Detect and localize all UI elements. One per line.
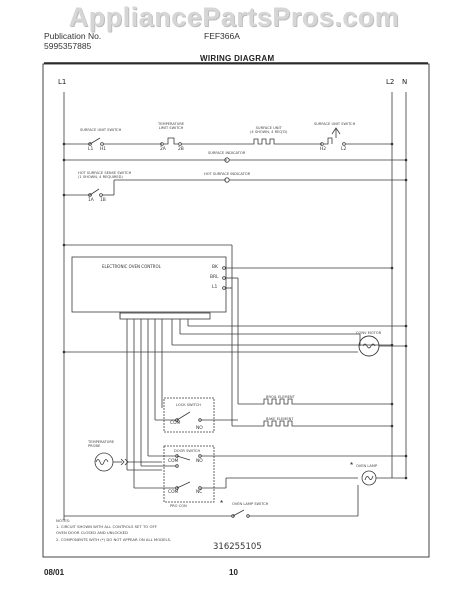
asterisk-oven-lamp: * xyxy=(350,461,354,470)
terminal-2a: 2A xyxy=(160,147,166,152)
terminal-bk: BK xyxy=(212,265,218,270)
terminal-l2: L2 xyxy=(341,147,347,152)
label-conv-motor: CONV MOTOR xyxy=(356,331,382,335)
terminal-door-no: NO xyxy=(196,459,203,464)
watermark: AppliancePartsPros.com xyxy=(68,2,400,32)
publication-number: 5995357885 xyxy=(44,41,92,51)
label-broil-element: BROIL ELEMENT xyxy=(266,395,295,399)
label-lock-switch: LOCK SWITCH xyxy=(176,403,201,407)
label-electronic-oven-control: ELECTRONIC OVEN CONTROL xyxy=(102,264,161,269)
label-surface-indicator: SURFACE INDICATOR xyxy=(208,151,246,155)
terminal-door-com-top: COM xyxy=(168,459,179,464)
terminal-door-nc: NC xyxy=(196,490,203,495)
terminal-l1-control: L1 xyxy=(212,285,218,290)
terminal-1a: 1A xyxy=(88,198,94,203)
notes-heading: NOTES: xyxy=(56,518,71,523)
rail-l2-label: L2 xyxy=(386,78,395,86)
terminal-1b: 1B xyxy=(100,198,106,203)
label-hot-surface-sense-switch: HOT SURFACE SENSE SWITCH (1 SHOWN, 4 REQ… xyxy=(78,171,132,180)
label-surface-unit-switch-left: SURFACE UNIT SWITCH xyxy=(80,128,122,132)
label-bake-element: BAKE ELEMENT xyxy=(266,417,294,421)
label-oven-lamp-switch: OVEN LAMP SWITCH xyxy=(232,502,269,506)
note-1-line-1: 1. CIRCUIT SHOWN WITH ALL CONTROLS SET T… xyxy=(56,524,157,529)
label-hot-surface-indicator: HOT SURFACE INDICATOR xyxy=(204,172,251,176)
terminal-lock-no: NO xyxy=(196,426,203,431)
label-door-switch: DOOR SWITCH xyxy=(174,449,201,453)
footer-date: 08/01 xyxy=(44,568,65,577)
note-2: 2. COMPONENTS WITH (*) DO NOT APPEAR ON … xyxy=(56,537,172,542)
diagram-number: 316255105 xyxy=(213,542,262,552)
terminal-h2: H2 xyxy=(320,147,327,152)
asterisk-oven-lamp-switch: * xyxy=(220,499,224,508)
terminal-2b: 2B xyxy=(178,147,184,152)
terminal-door-com-bottom: COM xyxy=(168,490,179,495)
page-title: WIRING DIAGRAM xyxy=(200,54,275,63)
footer-page-number: 10 xyxy=(229,568,238,577)
model-number: FEF366A xyxy=(204,31,240,41)
label-temperature-limit-switch: TEMPERATURE LIMIT SWITCH xyxy=(158,122,185,131)
terminal-lock-com: COM xyxy=(170,421,181,426)
terminal-brl: BRL xyxy=(210,275,219,280)
label-oven-lamp: OVEN LAMP xyxy=(356,464,378,468)
label-surface-unit: SURFACE UNIT (4 SHOWN, 4 REQ'D) xyxy=(250,126,288,135)
rail-n-label: N xyxy=(402,78,408,86)
terminal-l1: L1 xyxy=(88,147,94,152)
label-temperature-probe: TEMPERATURE PROBE xyxy=(88,440,115,449)
note-1-line-2: OVEN DOOR CLOSED AND UNLOCKED xyxy=(56,530,128,535)
publication-label: Publication No. xyxy=(44,31,102,41)
terminal-h1: H1 xyxy=(100,147,107,152)
rail-l1-label: L1 xyxy=(58,78,67,86)
label-pro-con: PRO CON xyxy=(170,504,187,508)
label-surface-unit-switch-right: SURFACE UNIT SWITCH xyxy=(314,122,356,126)
